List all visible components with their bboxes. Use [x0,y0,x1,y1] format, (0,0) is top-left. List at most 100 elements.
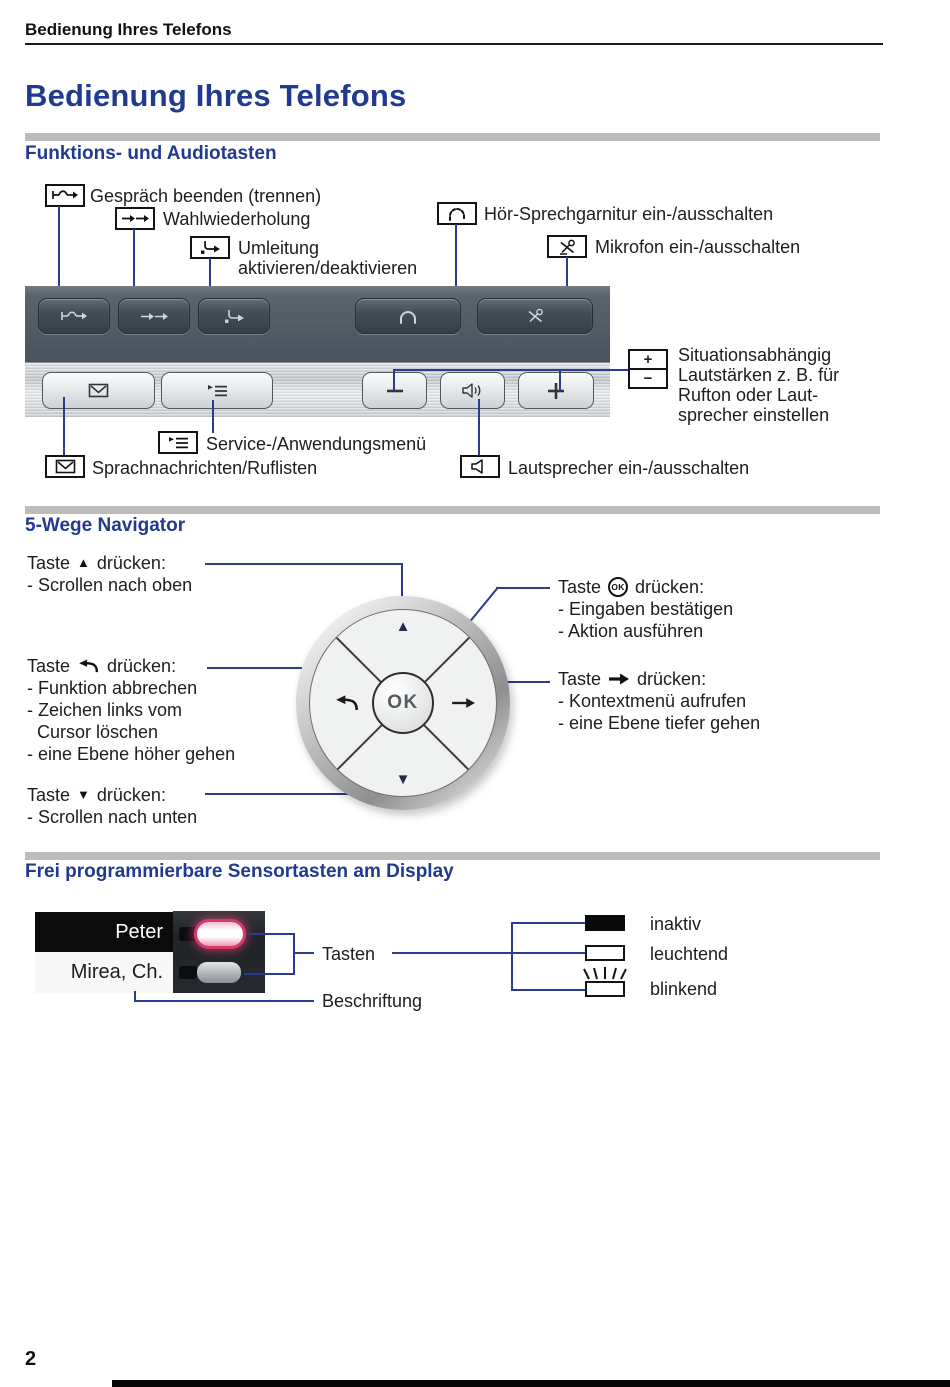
mailbox-button [42,372,155,409]
microphone-mute-button [477,298,593,334]
section-divider-3 [25,852,880,860]
callout-line-keys-to-legend [392,952,513,954]
headset-button [355,298,461,334]
navigator-up-text: Taste ▲ drücken: - Scrollen nach oben [27,552,192,596]
druecken-suffix: drücken: [637,669,707,689]
callout-line-volume-up [559,369,561,391]
bracket-line-to-label [293,952,314,954]
service-menu-button [161,372,273,409]
volume-minus-icon: − [643,370,653,387]
forward-label-line1: Umleitung [238,238,320,258]
legend-swatch-inactive [585,915,625,931]
volume-keys-icon: + − [628,349,668,389]
service-label: Service-/Anwendungsmenü [206,434,427,454]
sensor-key-lit [197,922,243,946]
druecken-suffix: drücken: [635,577,705,597]
headset-label: Hör-Sprechgarnitur ein-/ausschalten [484,204,774,224]
callout-line-mailbox [63,397,65,455]
navigator-down-key: ▼ [395,771,411,788]
section-divider-1 [25,133,880,141]
section-heading-function-keys: Funktions- und Audiotasten [25,143,277,164]
callout-line-down [205,793,403,795]
phone-panel-upper-row [25,286,610,362]
callout-line-caption [134,1000,314,1002]
header-rule [25,43,883,45]
keys-label: Tasten [322,944,376,964]
mailbox-icon [45,455,85,478]
loudspeaker-icon [460,455,500,478]
legend-bracket-bottom [511,989,585,991]
taste-prefix: Taste [558,669,602,689]
druecken-suffix: drücken: [96,785,166,805]
speaker-label: Lautsprecher ein-/ausschalten [508,458,750,478]
navigator-up-key: ▲ [395,618,411,635]
legend-bracket-middle [511,952,585,954]
sensor-key-panel-photo [173,911,265,993]
volume-label-line4: sprecher einstellen [678,405,830,425]
callout-line-right [505,681,550,683]
navigator-ok-title: Taste OK drücken: [558,576,733,598]
display-label-peter: Peter [35,912,173,952]
section-heading-navigator: 5-Wege Navigator [25,515,186,536]
navigator-down-bullet: - Scrollen nach unten [27,807,198,827]
volume-plus-icon: + [630,351,666,370]
callout-line-ok [496,587,550,589]
callout-line-volume [393,369,629,371]
navigator-back-text: Taste drücken: - Funktion abbrechen - Ze… [27,655,235,765]
taste-prefix: Taste [27,656,71,676]
footer-bar [112,1380,950,1387]
taste-prefix: Taste [27,785,71,805]
ok-circle-icon: OK [608,577,629,597]
legend-label-inactive: inaktiv [650,914,702,934]
display-label-mirea: Mirea, Ch. [35,952,173,993]
navigator-ok-text: Taste OK drücken: - Eingaben bestätigen … [558,576,733,642]
messages-label: Sprachnachrichten/Ruflisten [92,458,318,478]
section-divider-2 [25,506,880,514]
bracket-line-top-key [248,933,295,935]
navigator-back-bullet2: - Zeichen links vom [27,700,183,720]
forward-label-line2: aktivieren/deaktivieren [238,258,418,278]
sensor-key-slot [179,966,197,979]
callout-line-back [207,667,348,669]
navigator-right-bullet1: - Kontextmenü aufrufen [558,691,747,711]
navigator-ok-key: OK [372,672,434,734]
callout-line-disconnect [58,206,60,312]
navigator-wheel-photo: ▲ ▼ OK [296,596,510,810]
back-arrow-icon [77,659,100,673]
section-heading-sensor-keys: Frei programmierbare Sensortasten am Dis… [25,861,454,882]
volume-label-line3: Rufton oder Laut- [678,385,819,405]
forward-icon [190,236,230,259]
redial-button [118,298,190,334]
druecken-suffix: drücken: [96,553,166,573]
taste-prefix: Taste [558,577,602,597]
callout-line-volume-down [393,369,395,391]
druecken-suffix: drücken: [107,656,177,676]
navigator-down-title: Taste ▼ drücken: [27,784,197,806]
speaker-button [440,372,505,409]
legend-bracket-vertical [511,922,513,991]
legend-swatch-lit [585,945,625,961]
navigator-ok-bullet1: - Eingaben bestätigen [558,599,734,619]
volume-label-line2: Lautstärken z. B. für [678,365,840,385]
navigator-back-key [334,695,360,712]
headset-icon [437,202,477,225]
sensor-key-unlit [197,962,241,983]
volume-label-line1: Situationsabhängig [678,345,832,365]
sensor-key-slot [179,927,197,941]
running-header: Bedienung Ihres Telefons [25,20,232,39]
microphone-label: Mikrofon ein-/ausschalten [595,237,801,257]
bracket-line-vertical [293,933,295,975]
navigator-down-text: Taste ▼ drücken: - Scrollen nach unten [27,784,197,828]
phone-panel-lower-row [25,362,610,417]
right-arrow-icon [608,673,630,685]
service-menu-icon [158,431,198,454]
down-triangle-icon: ▼ [77,787,90,802]
redial-icon [115,207,155,230]
redial-label: Wahlwiederholung [163,209,311,229]
page-number: 2 [25,1348,37,1370]
navigator-back-bullet1: - Funktion abbrechen [27,678,198,698]
forward-button [198,298,270,334]
callout-line-redial [133,229,135,316]
disconnect-button [38,298,110,334]
